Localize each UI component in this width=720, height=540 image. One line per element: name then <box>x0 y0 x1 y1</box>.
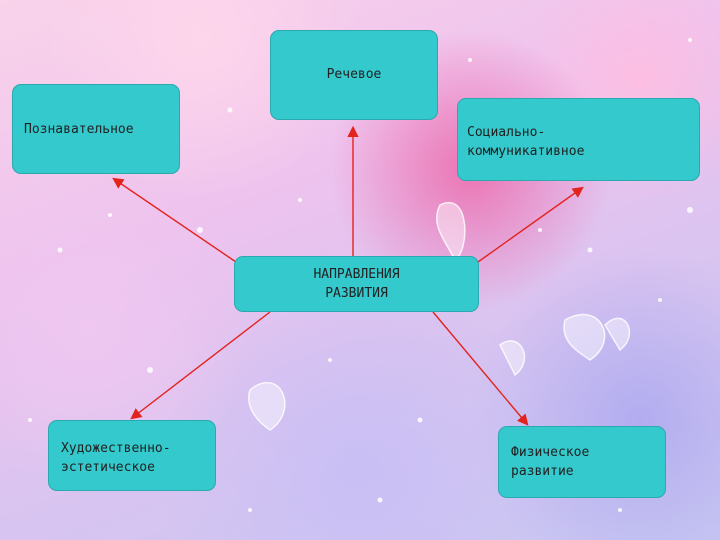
arrow-to-social <box>477 186 584 263</box>
node-artistic-label: Художественно- эстетическое <box>61 440 171 475</box>
arrow-to-cognitive <box>112 177 237 263</box>
arrow-to-physical <box>432 311 529 426</box>
node-artistic: Художественно- эстетическое <box>48 420 216 491</box>
node-speech: Речевое <box>270 30 438 120</box>
node-center-label: НАПРАВЛЕНИЯ РАЗВИТИЯ <box>313 267 400 301</box>
node-physical: Физическое развитие <box>498 426 666 498</box>
node-cognitive: Познавательное <box>12 84 180 174</box>
node-physical-label: Физическое развитие <box>511 445 590 479</box>
arrow-to-artistic <box>130 311 271 420</box>
node-center: НАПРАВЛЕНИЯ РАЗВИТИЯ <box>234 256 479 312</box>
node-speech-label: Речевое <box>326 67 382 82</box>
node-cognitive-label: Познавательное <box>24 121 134 137</box>
node-social: Социально- коммуникативное <box>457 98 700 181</box>
node-social-label: Социально- коммуникативное <box>467 124 585 159</box>
